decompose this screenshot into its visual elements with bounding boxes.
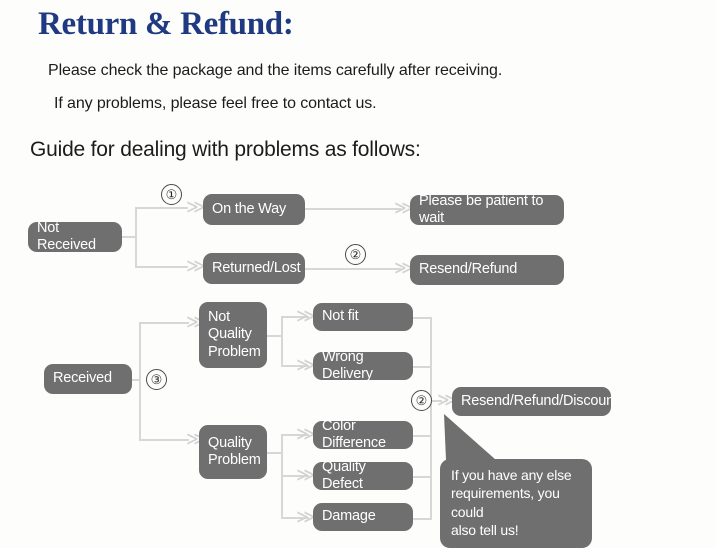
node-color-difference[interactable]: Color Difference: [313, 418, 413, 451]
node-resend-refund[interactable]: Resend/Refund: [410, 255, 564, 285]
node-wrong-delivery[interactable]: Wrong Delivery: [313, 349, 413, 382]
connector-quality-to-colordifference: [281, 434, 309, 436]
connector-returnedlost-to-resend: [305, 268, 401, 270]
node-on-the-way[interactable]: On the Way: [203, 194, 305, 225]
return-refund-infographic: Return & Refund: Please check the packag…: [28, 6, 618, 548]
node-not-received[interactable]: Not Received: [28, 220, 122, 253]
connector-received-rail: [139, 322, 141, 440]
connector-notquality-to-wrongdelivery: [281, 365, 309, 367]
node-received[interactable]: Received: [44, 364, 132, 394]
step-marker-2-bottom: ②: [411, 390, 432, 411]
connector-not-received-to-returnedlost: [135, 266, 188, 268]
node-quality-defect[interactable]: Quality Defect: [313, 459, 413, 492]
chevron-icon-to-resend: ≫: [394, 257, 414, 279]
chevron-icon-to-wait: ≫: [394, 197, 414, 219]
speech-bubble: If you have any else requirements, you c…: [440, 459, 592, 548]
chevron-icon-to-ontheway: ≫: [186, 196, 206, 218]
connector-notquality-stem: [267, 335, 282, 337]
node-not-fit[interactable]: Not fit: [313, 303, 413, 331]
node-please-be-patient[interactable]: Please be patient to wait: [410, 193, 564, 226]
step-marker-1: ①: [161, 184, 182, 205]
connector-wrongdelivery-to-rail: [413, 366, 432, 368]
node-not-quality-problem[interactable]: Not Quality Problem: [199, 302, 267, 368]
chevron-icon-to-colordifference: ≫: [296, 423, 316, 445]
connector-quality-to-damage: [281, 517, 309, 519]
guide-heading: Guide for dealing with problems as follo…: [30, 138, 421, 161]
node-resend-refund-discount[interactable]: Resend/Refund/Discount: [452, 387, 618, 416]
connector-not-received-to-ontheway: [135, 207, 188, 209]
step-marker-3: ③: [146, 369, 167, 390]
step-marker-2-top: ②: [345, 244, 366, 265]
connector-qualitydefect-to-rail: [413, 476, 432, 478]
chevron-icon-to-notfit: ≫: [296, 305, 316, 327]
connector-quality-stem: [267, 452, 282, 454]
connector-damage-to-rail: [413, 518, 432, 520]
chevron-icon-to-wrongdelivery: ≫: [296, 354, 316, 376]
connector-not-received-rail: [135, 207, 137, 267]
node-quality-problem[interactable]: Quality Problem: [199, 425, 267, 479]
connector-quality-to-qualitydefect: [281, 475, 309, 477]
connector-notfit-to-rail: [413, 317, 432, 319]
connector-collector-rail: [430, 317, 432, 518]
connector-received-to-notquality: [139, 322, 189, 324]
connector-rail-to-discount: [430, 400, 442, 402]
page-title: Return & Refund:: [38, 6, 294, 42]
node-damage[interactable]: Damage: [313, 503, 413, 531]
chevron-icon-to-discount: ≫: [437, 389, 457, 411]
instruction-line-2: If any problems, please feel free to con…: [54, 95, 377, 112]
connector-ontheway-to-wait: [305, 208, 401, 210]
chevron-icon-to-returnedlost: ≫: [186, 255, 206, 277]
instruction-line-1: Please check the package and the items c…: [48, 62, 503, 79]
connector-notquality-rail: [281, 316, 283, 366]
connector-notquality-to-notfit: [281, 316, 309, 318]
chevron-icon-to-damage: ≫: [296, 506, 316, 528]
connector-colordifference-to-rail: [413, 435, 432, 437]
connector-received-stem: [132, 379, 140, 381]
connector-received-to-quality: [139, 439, 189, 441]
chevron-icon-to-qualitydefect: ≫: [296, 464, 316, 486]
node-returned-lost[interactable]: Returned/Lost: [203, 253, 305, 284]
connector-not-received-stem: [122, 236, 136, 238]
speech-bubble-tail-icon: [444, 414, 496, 460]
